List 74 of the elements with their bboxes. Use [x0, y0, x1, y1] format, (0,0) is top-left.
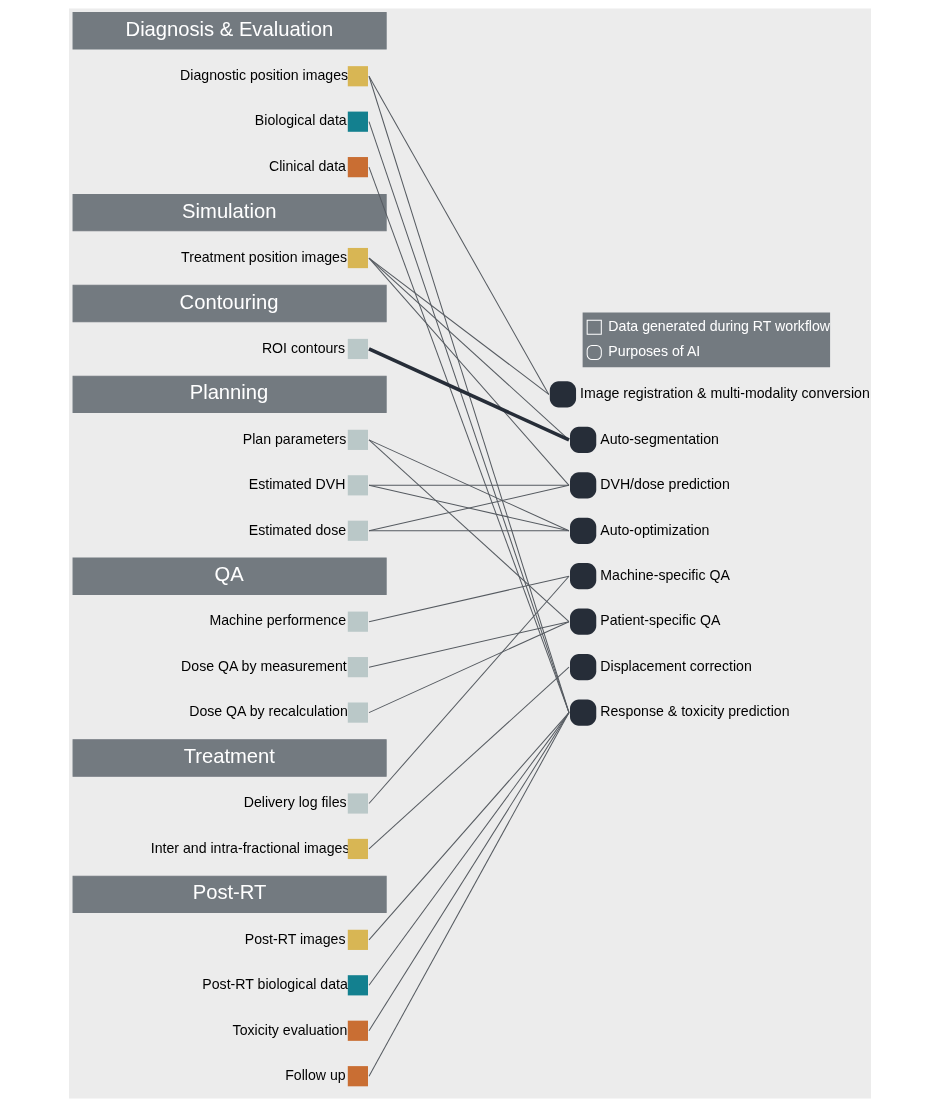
node-label: Treatment position images	[181, 248, 348, 265]
node-circle	[570, 563, 597, 590]
node-box	[347, 838, 368, 860]
node-circle	[570, 426, 597, 453]
connector	[368, 257, 550, 395]
node-label: Delivery log files	[243, 794, 347, 811]
node-circle	[549, 381, 577, 408]
node-label: Clinical data	[268, 157, 346, 174]
node-circle	[570, 517, 597, 544]
node-label: Estimated dose	[248, 521, 347, 538]
node-box: Planning	[72, 375, 387, 414]
node-label: Post-RT biological data	[202, 976, 348, 993]
node-label: Inter and intra-fractional images	[150, 839, 350, 856]
node-box: Simulation	[72, 193, 387, 232]
node-label: ROI contours	[261, 339, 346, 356]
node-label: Patient-specific QA	[600, 612, 721, 629]
node-box	[347, 657, 368, 678]
connector	[368, 575, 570, 804]
connector	[368, 347, 570, 442]
node-label: Displacement correction	[600, 657, 752, 674]
node-label: Dose QA by recalculation	[189, 703, 348, 720]
node-label: DVH/dose prediction	[600, 476, 730, 493]
node-label: Follow up	[285, 1066, 346, 1083]
node-circle	[570, 472, 597, 499]
connector	[368, 439, 570, 532]
connector	[368, 621, 570, 668]
node-box: QA	[72, 557, 387, 595]
node-label: Machine-specific QA	[600, 566, 730, 583]
node-box	[347, 929, 368, 950]
connector	[368, 575, 570, 623]
legend-label: Purposes of AI	[608, 343, 701, 360]
node-box	[347, 157, 368, 178]
node-box: Contouring	[72, 284, 387, 323]
node-box	[347, 475, 368, 496]
node-label: Diagnostic position images	[180, 66, 349, 83]
node-box	[347, 247, 368, 269]
connector	[368, 621, 570, 714]
node-box	[347, 111, 368, 132]
node-label: Auto-segmentation	[600, 430, 719, 447]
node-label: Estimated DVH	[248, 476, 346, 493]
node-label: Biological data	[254, 112, 347, 129]
node-label: Image registration & multi-modality conversion	[580, 385, 870, 402]
connector	[368, 75, 550, 395]
node-circle	[570, 699, 597, 726]
connector	[368, 484, 570, 532]
node-circle	[570, 654, 597, 681]
node-box: Diagnosis & Evaluation	[72, 12, 387, 50]
node-label: Dose QA by measurement	[181, 657, 347, 674]
node-box	[347, 702, 368, 723]
node-label: Post-RT images	[244, 930, 346, 947]
node-box	[347, 975, 368, 996]
node-box	[347, 1020, 368, 1041]
node-box: Post-RT	[72, 875, 387, 914]
connector	[368, 666, 570, 850]
node-box	[347, 793, 368, 814]
node-label: Toxicity evaluation	[232, 1021, 348, 1038]
connector	[368, 439, 570, 623]
node-label: Response & toxicity prediction	[600, 703, 790, 720]
node-box	[347, 429, 368, 450]
node-label: Plan parameters	[242, 430, 347, 447]
legend-label: Data generated during RT workflow	[608, 317, 831, 334]
connector	[368, 530, 570, 532]
node-box	[347, 66, 368, 87]
node-box	[347, 611, 368, 632]
connector	[368, 712, 570, 941]
node-box	[347, 520, 368, 541]
node-box	[347, 338, 368, 360]
connector	[368, 257, 570, 441]
node-box: Treatment	[72, 739, 387, 777]
node-circle	[570, 608, 597, 635]
node-label: Auto-optimization	[600, 521, 710, 538]
node-label: Machine performence	[209, 612, 347, 629]
connector	[368, 257, 570, 486]
node-box	[347, 1066, 368, 1087]
